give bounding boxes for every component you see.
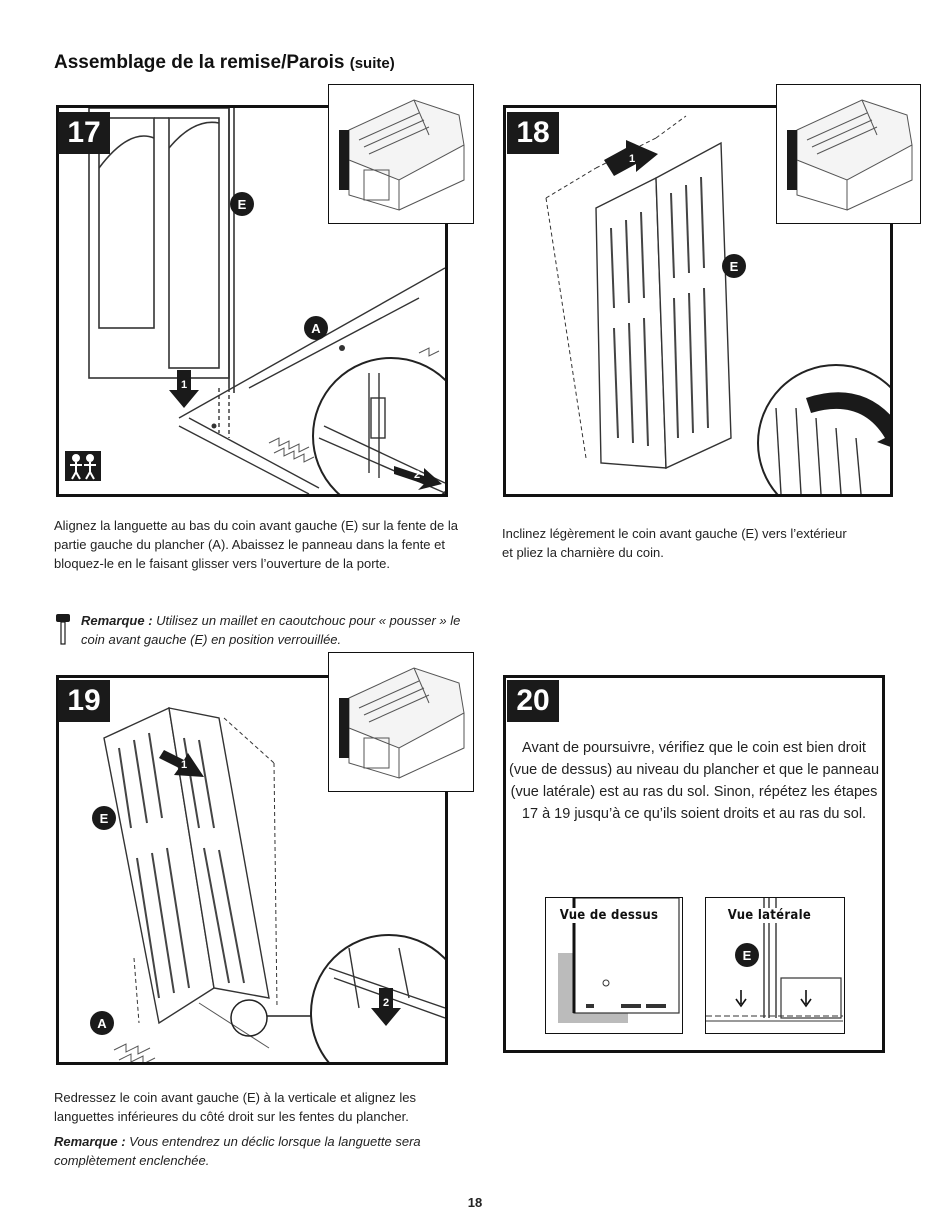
- arrow-1-icon: 1: [604, 140, 658, 176]
- callout-e: E: [722, 254, 746, 278]
- svg-text:2: 2: [383, 997, 389, 1009]
- two-person-icon: [65, 451, 101, 481]
- page-number: 18: [467, 1195, 483, 1210]
- top-view-label: Vue de dessus: [558, 908, 661, 923]
- svg-text:E: E: [730, 259, 739, 274]
- svg-text:E: E: [743, 948, 752, 963]
- step-17-note: Remarque : Utilisez un maillet en caoutc…: [81, 611, 481, 649]
- step-19-note: Remarque : Vous entendrez un déclic lors…: [54, 1132, 474, 1170]
- rotate-arrow-icon: [806, 392, 890, 447]
- step-19-text: Redressez le coin avant gauche (E) à la …: [54, 1090, 417, 1124]
- svg-text:A: A: [311, 321, 321, 336]
- step-19-number: 19: [58, 680, 110, 722]
- arrow-down-icon: [800, 990, 812, 1008]
- callout-e: E: [92, 806, 116, 830]
- step-20-number: 20: [507, 680, 559, 722]
- side-view-box: Vue latérale E: [705, 897, 845, 1034]
- step-19-note-text: Vous entendrez un déclic lorsque la lang…: [54, 1134, 421, 1168]
- svg-text:A: A: [97, 1016, 107, 1031]
- arrow-1-icon: 1: [159, 750, 204, 777]
- callout-a: A: [90, 1011, 114, 1035]
- svg-text:1: 1: [629, 153, 635, 165]
- page-title: Assemblage de la remise/Parois (suite): [54, 52, 395, 74]
- step-19-shed-inset: [328, 652, 474, 792]
- svg-text:E: E: [238, 197, 247, 212]
- step-17-illustration: 1 2 E A: [65, 108, 445, 494]
- mallet-icon: [56, 614, 70, 645]
- arrow-2-icon: 2: [394, 466, 442, 490]
- arrow-2-icon: 2: [371, 988, 401, 1026]
- step-17-number: 17: [58, 112, 110, 154]
- shed-thumbnail-icon: [339, 667, 465, 779]
- shed-thumbnail-icon: [787, 99, 913, 211]
- svg-text:1: 1: [181, 759, 187, 771]
- svg-text:1: 1: [181, 379, 187, 391]
- top-view-box: Vue de dessus: [545, 897, 683, 1034]
- callout-a: A: [304, 316, 328, 340]
- step-19-note-label: Remarque :: [54, 1134, 126, 1149]
- page-title-main: Assemblage de la remise/Parois: [54, 52, 345, 73]
- step-18-shed-inset: [776, 84, 921, 224]
- page-title-suffix: (suite): [349, 55, 395, 72]
- step-18-text: Inclinez légèrement le coin avant gauche…: [502, 526, 847, 560]
- side-view-label: Vue latérale: [726, 908, 813, 923]
- step-17-text: Alignez la languette au bas du coin avan…: [54, 518, 458, 571]
- shed-thumbnail-icon: [339, 99, 465, 211]
- step-20-text: Avant de poursuivre, vérifiez que le coi…: [508, 740, 880, 822]
- svg-text:2: 2: [414, 469, 420, 481]
- step-18-illustration: 1 E: [545, 115, 890, 494]
- step-18-number: 18: [507, 112, 559, 154]
- arrow-down-icon: [735, 990, 747, 1008]
- callout-e: E: [230, 192, 254, 216]
- arrow-1-icon: 1: [169, 370, 199, 408]
- step-17-note-text: Utilisez un maillet en caoutchouc pour «…: [81, 613, 461, 647]
- step-17-shed-inset: [328, 84, 474, 224]
- step-19-illustration: 1 E A 2: [90, 706, 445, 1062]
- step-17-note-label: Remarque :: [81, 613, 153, 628]
- callout-e: E: [735, 943, 759, 967]
- svg-text:E: E: [100, 811, 109, 826]
